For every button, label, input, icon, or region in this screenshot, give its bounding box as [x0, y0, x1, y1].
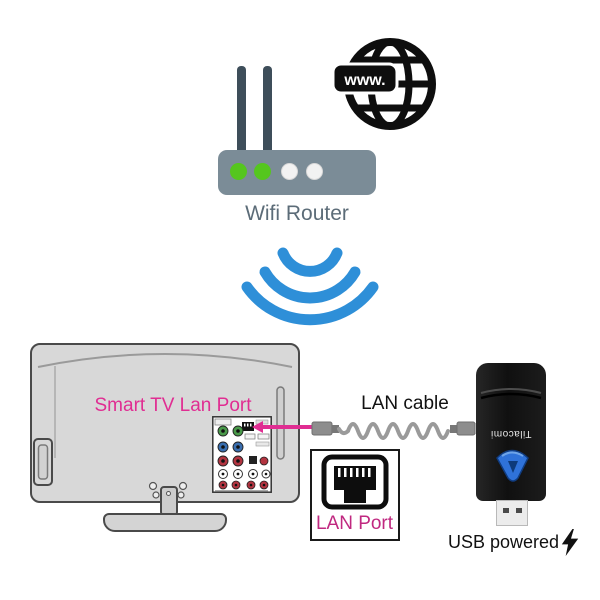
wifi-router-label: Wifi Router — [245, 202, 349, 225]
tv-lan-port-icon — [242, 422, 254, 431]
router-antenna-left — [237, 66, 246, 156]
usb-powered-caption: USB powered — [448, 529, 580, 556]
smart-tv-lan-port-label: Smart TV Lan Port — [94, 395, 252, 416]
lightning-bolt-icon — [561, 529, 579, 556]
tv-side-vent — [276, 386, 285, 460]
usb-plug-slot — [503, 508, 509, 513]
tv-stand-base — [103, 513, 227, 532]
router-led-green-2 — [254, 163, 271, 180]
www-badge-label: www. — [343, 72, 385, 89]
router-antenna-right — [263, 66, 272, 156]
tv-screw-hole — [152, 491, 160, 499]
usb-plug — [496, 500, 528, 526]
adapter-brand-label: Tilacomi — [490, 428, 532, 439]
lan-port-label: LAN Port — [315, 513, 394, 534]
wifi-signal-icon — [241, 247, 379, 326]
lan-port-box: LAN Port — [310, 449, 400, 541]
lan-port-arrow-line — [261, 425, 313, 429]
arrow-left-icon — [252, 421, 263, 433]
router-led-green-1 — [230, 163, 247, 180]
usb-powered-label: USB powered — [448, 532, 560, 552]
router-led-white-2 — [306, 163, 323, 180]
usb-adapter-details — [480, 388, 542, 482]
cable-plug-right — [456, 421, 476, 436]
lan-cable-illustration — [311, 421, 482, 440]
rj45-jack-icon — [321, 454, 389, 510]
tv-screw-hole — [178, 481, 188, 491]
usb-plug-slot — [516, 508, 522, 513]
tv-back-details — [33, 353, 293, 499]
www-badge — [331, 62, 399, 95]
adapter-wifi-logo-icon — [496, 449, 529, 482]
tv-ports-panel — [212, 416, 272, 493]
tv-stand-screw — [166, 491, 171, 496]
tv-screw-hole — [177, 491, 185, 499]
lan-cable-label: LAN cable — [361, 393, 449, 414]
tv-screw-hole — [148, 481, 158, 491]
cable-coil — [346, 422, 450, 440]
router-led-white-1 — [281, 163, 298, 180]
globe-www-icon: www. — [331, 38, 436, 130]
cable-plug-left — [311, 421, 333, 436]
